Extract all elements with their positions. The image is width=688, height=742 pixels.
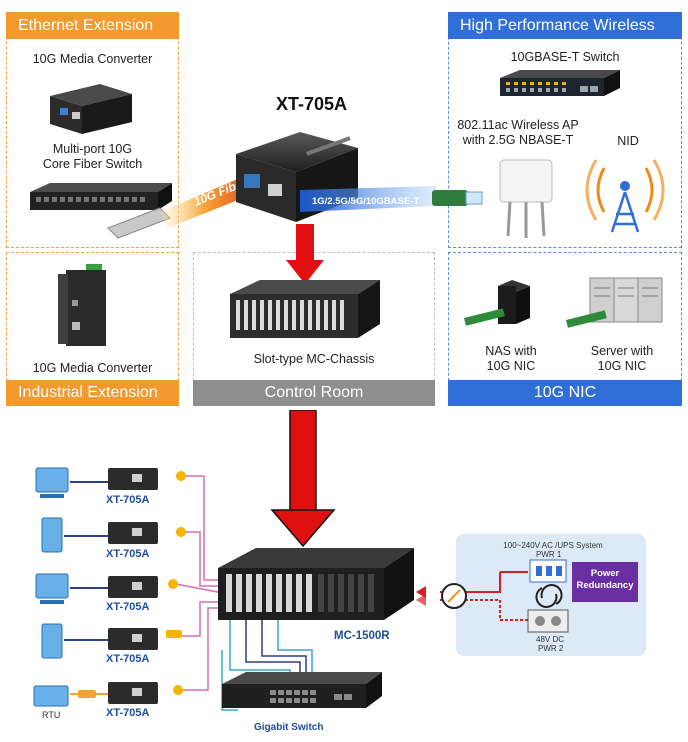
media-converter-bottom-label: 10G Media Converter: [32, 361, 153, 375]
bottom-diagram-graphics: [33, 410, 646, 711]
pwr1-label: PWR 1: [536, 550, 562, 559]
converter-label-1: XT-705A: [106, 494, 150, 506]
gigabit-switch-device: [222, 672, 382, 708]
converter-label-4: XT-705A: [106, 653, 150, 665]
rtu-connector: [78, 690, 96, 698]
server-device: [566, 277, 663, 328]
fiber-port-indicators: [166, 471, 186, 695]
converter-label-2: XT-705A: [106, 548, 150, 560]
power-redundancy-badge: [572, 562, 638, 602]
switch-10gbaset-device: [500, 70, 620, 96]
industrial-media-converter-device: [58, 264, 106, 346]
copper-beam-label: 1G/2.5G/5G/10GBASE-T: [312, 196, 419, 207]
rj45-plug: [432, 190, 483, 206]
core-switch-device: [30, 183, 172, 210]
chassis-label: Slot-type MC-Chassis: [253, 352, 375, 366]
top-diagram-graphics: 10G Fiber 1G/2.5G/5G/10GBASE-T: [30, 70, 665, 420]
copper-beam: [300, 186, 436, 212]
mc-1500r-chassis: [218, 548, 414, 620]
fiber-beam: [160, 178, 248, 228]
red-down-arrow-top: [286, 224, 324, 284]
power-system-label: 100~240V AC /UPS System: [503, 541, 603, 550]
rtu-label: RTU: [42, 710, 61, 720]
endpoint-devices: [33, 467, 108, 707]
nid-label: NID: [617, 134, 639, 148]
ethernet-extension-header: Ethernet Extension: [6, 12, 179, 39]
red-down-arrow-bottom: [270, 410, 336, 548]
converter-label-5: XT-705A: [106, 707, 150, 719]
converter-label-3: XT-705A: [106, 601, 150, 613]
core-switch-label: Multi-port 10G Core Fiber Switch: [42, 142, 143, 171]
nic-header: 10G NIC: [448, 380, 682, 406]
industrial-extension-header: Industrial Extension: [6, 380, 179, 406]
switch-10gbaset-label: 10GBASE-T Switch: [510, 50, 620, 64]
pwr2-label: PWR 2: [538, 644, 564, 653]
gigabit-switch-label: Gigabit Switch: [254, 722, 324, 733]
nas-device: [464, 280, 530, 326]
control-room-header: Control Room: [193, 380, 435, 406]
server-label: Server with 10G NIC: [590, 344, 654, 373]
wireless-ap-device: [499, 159, 553, 238]
dc-label: 48V DC: [536, 635, 565, 644]
mc-1500r-label: MC-1500R: [334, 630, 390, 642]
power-redundancy-text: Power Redundancy: [576, 568, 634, 591]
wireless-ap-label: 802.11ac Wireless AP with 2.5G NBASE-T: [457, 118, 579, 147]
nid-tower-icon: [585, 159, 665, 233]
media-converter-top-label: 10G Media Converter: [32, 52, 153, 66]
nas-label: NAS with 10G NIC: [485, 344, 537, 373]
slot-chassis-device: [230, 280, 380, 338]
psu-modules: [527, 559, 569, 633]
media-converter-top-device: [50, 84, 132, 134]
product-title: XT-705A: [276, 94, 348, 114]
wireless-header: High Performance Wireless: [448, 12, 682, 39]
